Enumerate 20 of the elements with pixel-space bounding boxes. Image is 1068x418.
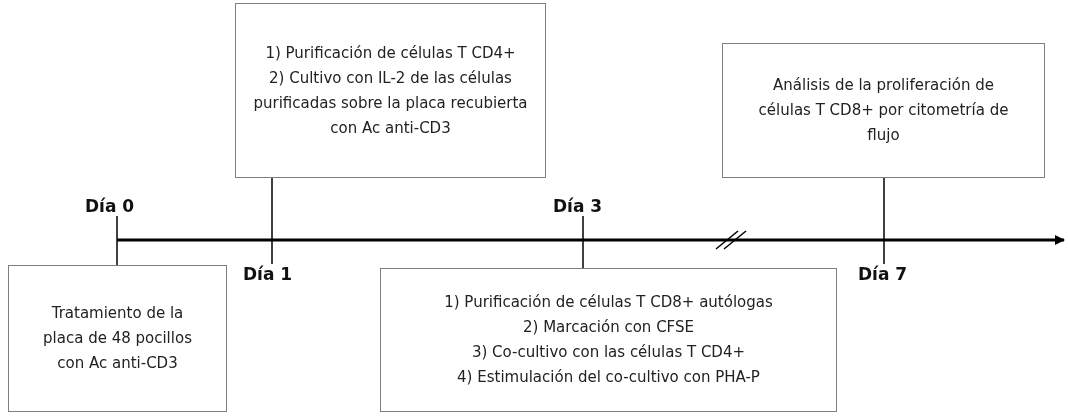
day-label: Día 3 <box>553 196 603 216</box>
step-box <box>235 3 546 178</box>
step-box <box>8 265 227 412</box>
step-text: 2) Marcación con CFSE <box>523 317 694 338</box>
step-text: 2) Cultivo con IL-2 de las células purificadas sobre la placa recubierta con Ac anti-CD3 <box>252 67 529 139</box>
tick-line <box>582 215 584 269</box>
day-label: Día 7 <box>858 264 908 284</box>
step-box <box>380 268 837 412</box>
step-text: 3) Co-cultivo con las células T CD4+ <box>471 342 746 363</box>
step-text: Tratamiento de la placa de 48 pocillos con Ac anti-CD3 <box>42 303 193 374</box>
step-text: 1) Purificación de células T CD4+ <box>265 42 516 64</box>
step-text: Análisis de la proliferación de células T CD8+ por citometría de flujo <box>757 75 1010 146</box>
tick-line <box>883 177 885 265</box>
step-text: 1) Purificación de células T CD8+ autólogas <box>444 292 773 313</box>
tick-line <box>271 177 273 265</box>
day-label: Día 0 <box>85 196 135 216</box>
step-box <box>722 43 1045 178</box>
tick-line <box>116 215 118 266</box>
day-label: Día 1 <box>243 264 293 284</box>
step-text: 4) Estimulación del co-cultivo con PHA-P <box>457 367 760 388</box>
